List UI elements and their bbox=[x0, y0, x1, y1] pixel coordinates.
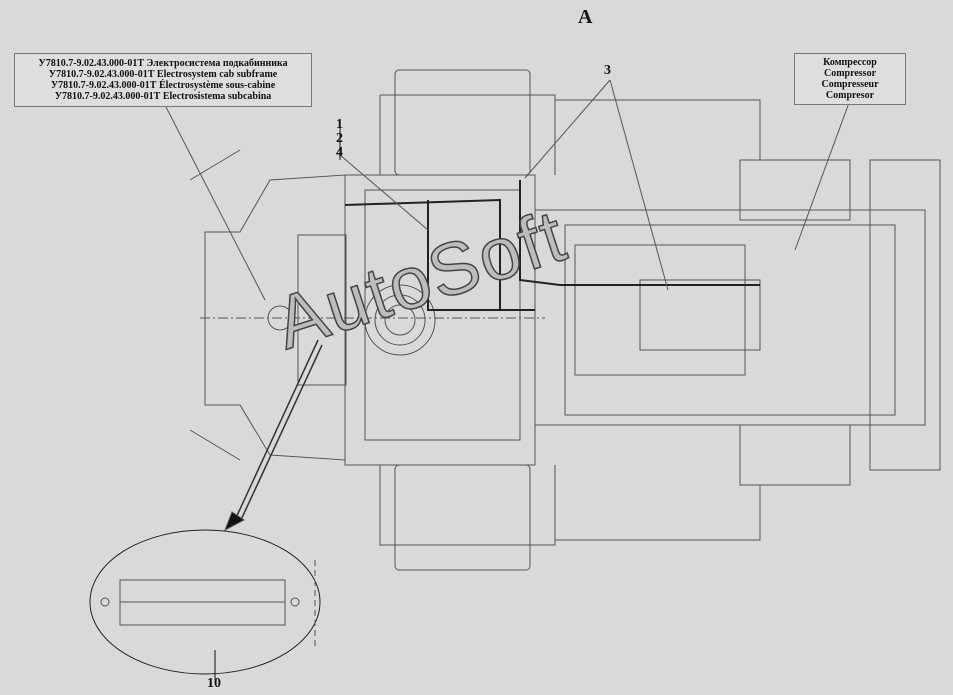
chassis-outline bbox=[534, 209, 926, 426]
label-line-ru: У7810.7-9.02.43.000-01Т Электросистема п… bbox=[38, 58, 288, 69]
fender-bottom bbox=[379, 465, 556, 546]
compressor-label-box: Компрессор Compressor Compresseur Compre… bbox=[794, 53, 906, 105]
callout-2: 2 bbox=[336, 131, 343, 146]
callout-3: 3 bbox=[604, 63, 611, 78]
detail-view-ellipse bbox=[89, 529, 321, 675]
compressor-label-ru: Компрессор bbox=[823, 57, 877, 68]
fender-top bbox=[379, 94, 556, 175]
battery-top bbox=[739, 159, 851, 221]
callout-1: 1 bbox=[336, 117, 343, 132]
callout-4: 4 bbox=[336, 145, 343, 160]
compressor-label-fr: Compresseur bbox=[821, 79, 879, 90]
wiring-harness bbox=[344, 180, 760, 311]
electrical-panel bbox=[297, 234, 347, 386]
label-line-en: У7810.7-9.02.43.000-01Т Electrosystem ca… bbox=[48, 69, 278, 80]
fan bbox=[364, 284, 436, 356]
label-line-fr: У7810.7-9.02.43.000-01Т Électrosystème s… bbox=[50, 80, 276, 91]
compressor-label-es: Compresor bbox=[825, 90, 875, 101]
callout-10: 10 bbox=[207, 676, 221, 691]
battery-bottom bbox=[739, 424, 851, 486]
view-label: A bbox=[578, 6, 593, 28]
label-line-es: У7810.7-9.02.43.000-01Т Electrosistema s… bbox=[54, 91, 272, 102]
compressor-label-en: Compressor bbox=[823, 68, 877, 79]
cab-subframe-label-box: У7810.7-9.02.43.000-01Т Электросистема п… bbox=[14, 53, 312, 107]
